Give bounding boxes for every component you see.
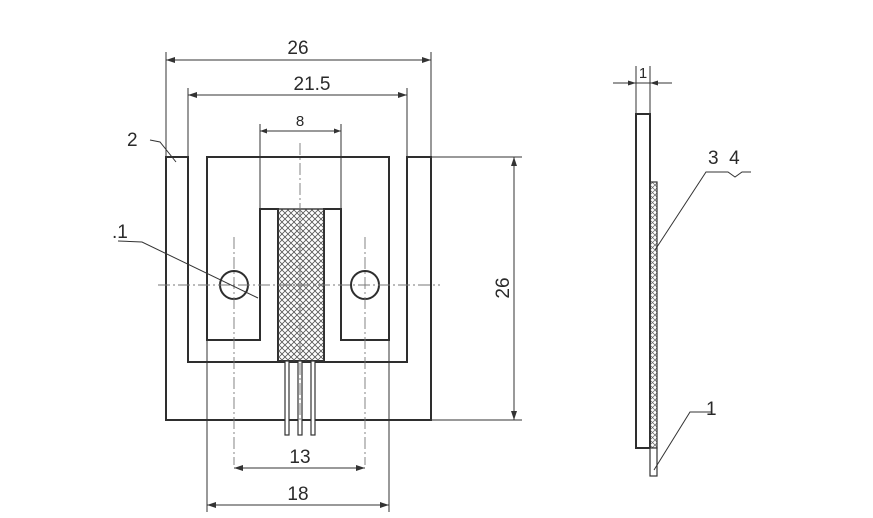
dim-hole-spacing: 13 [289, 447, 310, 468]
front-view [158, 143, 440, 465]
dimension-18-width: 18 [206, 340, 390, 512]
dim-grid-width: 8 [296, 113, 304, 130]
dimension-8-width: 8 [259, 113, 342, 209]
dimension-26-height: 26 [431, 156, 522, 421]
dim-lower-width: 18 [287, 484, 308, 505]
dimension-1-thickness: 1 [613, 65, 672, 114]
callout-1-1: .1 [112, 222, 259, 299]
dim-overall-height: 26 [493, 277, 514, 298]
callout-3-4: 3 4 [654, 148, 751, 251]
callout-1: 1 [653, 399, 717, 471]
side-view [635, 113, 658, 477]
dimension-13-spacing: 13 [234, 447, 365, 471]
side-lead [649, 447, 658, 477]
dimension-21-5-width: 21.5 [187, 74, 408, 157]
dim-overall-width: 26 [287, 38, 308, 59]
dim-inner-width: 21.5 [294, 74, 331, 95]
dimension-26-width: 26 [165, 38, 432, 157]
callout-1-1-label: .1 [112, 222, 128, 243]
callout-3-4-label: 3 4 [708, 148, 740, 169]
callout-2: 2 [127, 130, 177, 163]
side-grid-layer [649, 181, 658, 449]
callout-2-label: 2 [127, 130, 138, 151]
side-plate [635, 113, 651, 449]
dim-thickness: 1 [639, 65, 647, 82]
callout-1-label: 1 [706, 399, 717, 420]
